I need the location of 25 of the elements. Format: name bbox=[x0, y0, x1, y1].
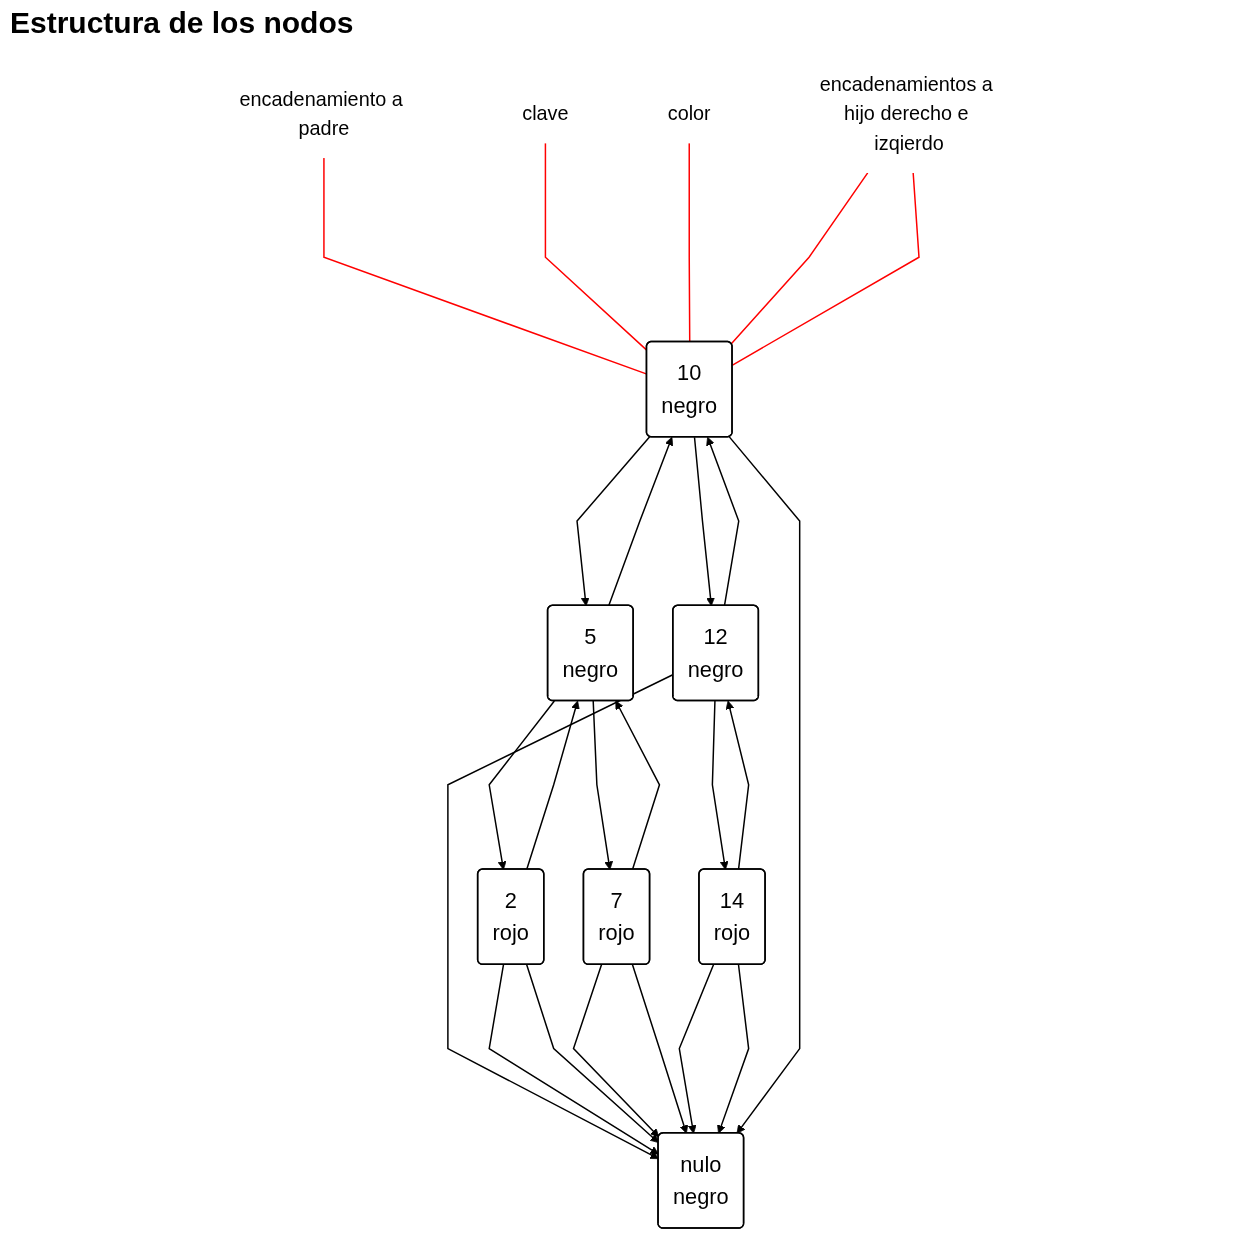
arrow bbox=[592, 700, 613, 870]
arrow bbox=[711, 700, 729, 870]
node-text: encadenamientos a hijo derecho e izqierdo bbox=[819, 72, 993, 155]
arrow bbox=[607, 436, 674, 607]
node-text: encadenamiento a padre bbox=[239, 87, 403, 140]
arrow bbox=[631, 964, 689, 1134]
node-text: color bbox=[667, 102, 711, 125]
connector bbox=[688, 142, 691, 343]
diagram-title: Estructura de los nodos bbox=[10, 6, 354, 40]
arrow bbox=[525, 700, 580, 871]
arrow bbox=[615, 700, 661, 871]
connector bbox=[730, 172, 869, 345]
arrow bbox=[525, 964, 659, 1143]
arrow bbox=[728, 436, 801, 1134]
arrow bbox=[725, 700, 750, 871]
arrow bbox=[717, 964, 750, 1134]
node-text: clave bbox=[522, 102, 569, 125]
arrow bbox=[572, 964, 660, 1138]
arrow bbox=[488, 700, 556, 870]
arrow bbox=[488, 964, 659, 1155]
arrow bbox=[706, 436, 740, 607]
arrow bbox=[576, 435, 651, 607]
connector bbox=[731, 172, 920, 366]
arrow bbox=[678, 964, 715, 1134]
arrow bbox=[693, 436, 715, 607]
